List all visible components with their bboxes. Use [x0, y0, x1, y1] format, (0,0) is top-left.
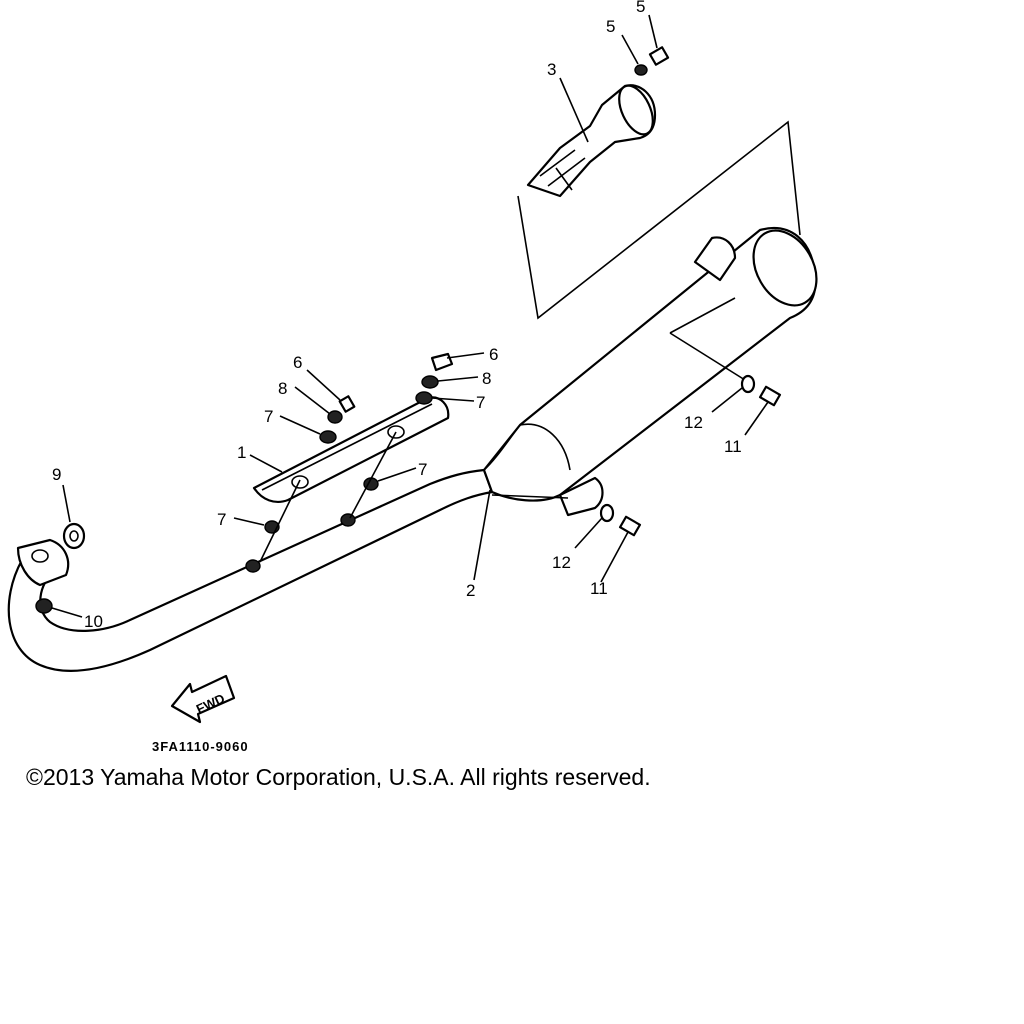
heat-protector	[252, 396, 450, 504]
callout-12a: 12	[684, 413, 703, 432]
part-code: 3FA1110-9060	[152, 739, 249, 754]
callout-6a: 6	[293, 353, 302, 372]
callout-8a: 8	[278, 379, 287, 398]
callout-7d: 7	[217, 510, 226, 529]
callout-9: 9	[52, 465, 61, 484]
callout-11b: 11	[590, 579, 608, 598]
callout-7a: 7	[264, 407, 273, 426]
callout-8b: 8	[482, 369, 491, 388]
callout-11a: 11	[724, 437, 742, 456]
callout-10: 10	[84, 612, 103, 631]
callout-labels: 5 5 5 3 6 6 8 8 7 7 7 7 1 9 10 12 11 12 …	[52, 0, 742, 631]
spark-arrester	[526, 84, 657, 198]
callout-12b: 12	[552, 553, 571, 572]
callout-5: 5	[606, 17, 615, 36]
callout-1: 1	[237, 443, 246, 462]
muffler	[482, 227, 818, 517]
callout-7b: 7	[476, 393, 485, 412]
callout-2: 2	[466, 581, 475, 600]
copyright-text: ©2013 Yamaha Motor Corporation, U.S.A. A…	[26, 764, 651, 790]
fwd-arrow-icon: FWD	[170, 674, 236, 724]
leader-lines	[51, 14, 769, 618]
callout-4: 5	[636, 0, 645, 16]
callout-7c: 7	[418, 460, 427, 479]
assembly-outline	[517, 120, 801, 381]
callout-6b: 6	[489, 345, 498, 364]
callout-3: 3	[547, 60, 556, 79]
exhaust-diagram: 5 5 5 3 6 6 8 8 7 7 7 7 1 9 10 12 11 12 …	[7, 0, 818, 724]
